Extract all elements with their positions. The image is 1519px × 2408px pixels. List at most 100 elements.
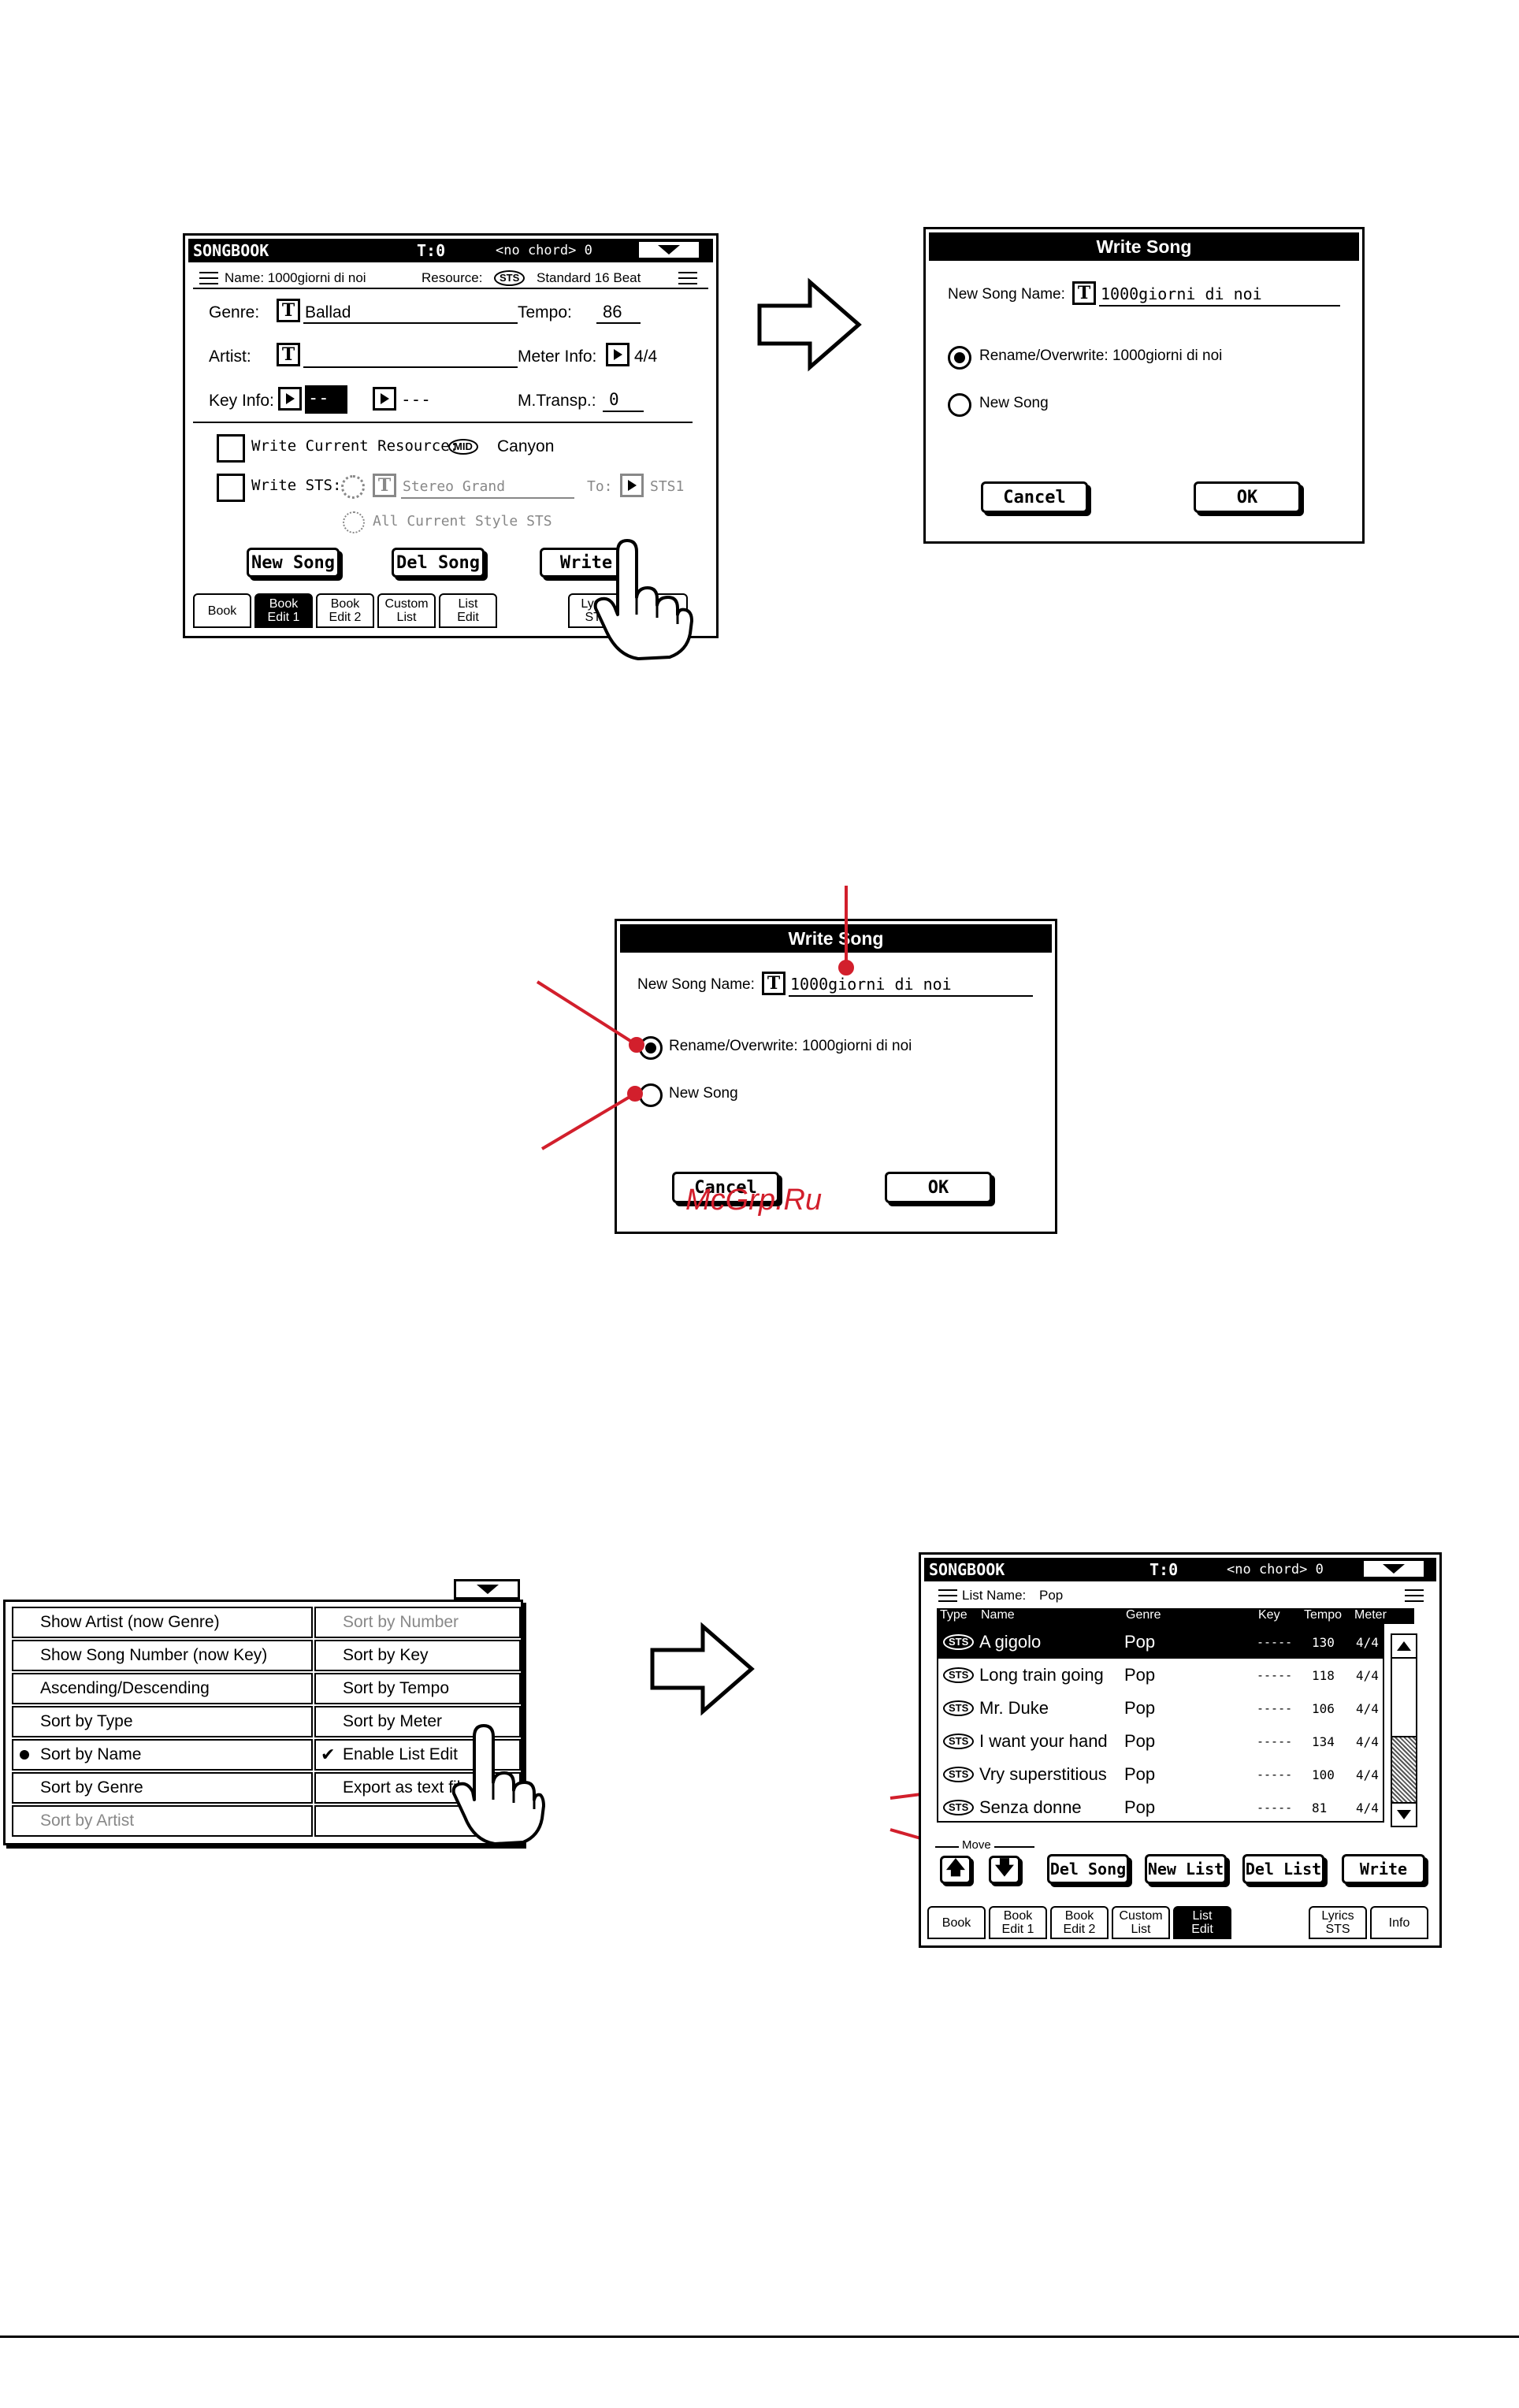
mtransp-field[interactable]: 0: [609, 390, 619, 409]
hamburger-icon[interactable]: [1405, 1589, 1424, 1602]
table-row[interactable]: STS Mr. Duke Pop ----- 106 4/4: [938, 1692, 1383, 1725]
menu-dropdown-button[interactable]: [1362, 1559, 1425, 1578]
menu-dropdown-button[interactable]: [454, 1579, 520, 1600]
menu-item-show-song-number[interactable]: Show Song Number (now Key): [12, 1640, 313, 1671]
text-edit-icon[interactable]: T: [1072, 281, 1096, 305]
table-row[interactable]: STS A gigolo Pop ----- 130 4/4: [938, 1626, 1383, 1659]
tab-book[interactable]: Book: [927, 1906, 986, 1939]
write-song-dialog-annotated: Write Song New Song Name: T 1000giorni d…: [615, 919, 1057, 1234]
tab-book-edit-2[interactable]: Book Edit 2: [1050, 1906, 1109, 1939]
write-button[interactable]: Write: [1342, 1854, 1425, 1884]
scroll-thumb[interactable]: [1392, 1659, 1416, 1737]
sts-name-field: Stereo Grand: [403, 478, 506, 495]
song-name-field[interactable]: 1000giorni di noi: [790, 975, 952, 994]
menu-item-sort-by-name[interactable]: Sort by Name: [12, 1739, 313, 1771]
song-genre: Pop: [1124, 1764, 1156, 1784]
table-row[interactable]: STS Long train going Pop ----- 118 4/4: [938, 1659, 1383, 1692]
menu-item-show-artist[interactable]: Show Artist (now Genre): [12, 1607, 313, 1638]
play-arrow-icon[interactable]: [373, 387, 396, 411]
text-edit-icon: T: [373, 474, 396, 497]
del-song-button[interactable]: Del Song: [392, 548, 485, 578]
table-row[interactable]: STS I want your hand Pop ----- 134 4/4: [938, 1725, 1383, 1758]
cancel-button[interactable]: Cancel: [672, 1172, 779, 1203]
new-song-button[interactable]: New Song: [247, 548, 340, 578]
menu-item-sort-by-genre[interactable]: Sort by Genre: [12, 1772, 313, 1804]
cancel-button[interactable]: Cancel: [981, 481, 1088, 513]
key-field-2[interactable]: ---: [401, 390, 431, 409]
songbook-titlebar: SONGBOOK T:0 <no chord> 0: [924, 1558, 1436, 1581]
del-list-button[interactable]: Del List: [1242, 1854, 1324, 1884]
text-edit-icon[interactable]: T: [277, 343, 300, 366]
meter-field[interactable]: 4/4: [634, 347, 658, 366]
move-up-button[interactable]: 🡅: [940, 1856, 971, 1884]
write-resource-checkbox[interactable]: [217, 434, 245, 463]
text-edit-icon[interactable]: T: [277, 299, 300, 322]
write-sts-checkbox[interactable]: [217, 474, 245, 502]
song-key: -----: [1257, 1800, 1293, 1815]
move-group: Move: [935, 1838, 1034, 1879]
genre-field[interactable]: Ballad: [305, 303, 351, 321]
song-name-label: New Song Name:: [637, 976, 755, 993]
song-name-field[interactable]: 1000giorni di noi: [1101, 284, 1262, 303]
menu-item-sort-by-type[interactable]: Sort by Type: [12, 1706, 313, 1737]
sts-badge-icon: STS: [943, 1667, 975, 1683]
song-name: Long train going: [979, 1665, 1104, 1685]
list-name-value: Pop: [1039, 1588, 1064, 1603]
song-name: A gigolo: [979, 1632, 1042, 1652]
key-field-1[interactable]: --: [305, 385, 347, 414]
table-row[interactable]: STS Vry superstitious Pop ----- 100 4/4: [938, 1758, 1383, 1791]
tab-book[interactable]: Book: [193, 593, 251, 628]
song-genre: Pop: [1124, 1698, 1156, 1718]
rename-overwrite-radio[interactable]: [948, 346, 971, 370]
song-name: Vry superstitious: [979, 1764, 1107, 1784]
menu-item-sort-by-meter[interactable]: Sort by Meter: [314, 1706, 521, 1737]
new-song-radio[interactable]: [948, 393, 971, 417]
move-down-button[interactable]: 🡇: [989, 1856, 1020, 1884]
menu-item-enable-list-edit[interactable]: Enable List Edit: [314, 1739, 521, 1771]
new-list-button[interactable]: New List: [1145, 1854, 1227, 1884]
header-name: Name: [981, 1608, 1015, 1622]
tempo-field[interactable]: 86: [603, 302, 622, 321]
hamburger-icon[interactable]: [938, 1589, 957, 1602]
ok-button[interactable]: OK: [1194, 481, 1301, 513]
mid-badge-icon: MID: [448, 439, 478, 455]
arrow-right-icon: [650, 1622, 755, 1716]
menu-item-sort-by-tempo[interactable]: Sort by Tempo: [314, 1673, 521, 1704]
artist-field[interactable]: [303, 366, 518, 368]
table-row[interactable]: STS Senza donne Pop ----- 81 4/4: [938, 1791, 1383, 1823]
genre-underline: [303, 322, 518, 324]
tab-book-edit-1[interactable]: Book Edit 1: [254, 593, 313, 628]
hamburger-icon[interactable]: [199, 272, 218, 284]
hamburger-icon[interactable]: [678, 272, 697, 284]
tab-lyrics-sts[interactable]: Lyrics STS: [1309, 1906, 1367, 1939]
ok-button[interactable]: OK: [885, 1172, 992, 1203]
song-genre: Pop: [1124, 1665, 1156, 1685]
menu-item-sort-by-key[interactable]: Sort by Key: [314, 1640, 521, 1671]
resource-value: Standard 16 Beat: [537, 270, 641, 285]
tab-book-edit-2[interactable]: Book Edit 2: [316, 593, 374, 628]
tab-list-edit[interactable]: List Edit: [439, 593, 497, 628]
list-name-label: List Name:: [962, 1588, 1027, 1603]
arrow-down-icon: 🡇: [994, 1856, 1015, 1878]
tab-list-edit[interactable]: List Edit: [1173, 1906, 1231, 1939]
sts-underline: [401, 497, 574, 499]
write-sts-label: Write STS:: [251, 477, 342, 494]
del-song-button[interactable]: Del Song: [1047, 1854, 1129, 1884]
menu-dropdown-button[interactable]: [637, 240, 700, 259]
song-name-underline: [1099, 305, 1340, 307]
song-meter: 4/4: [1356, 1701, 1379, 1716]
tab-book-edit-1[interactable]: Book Edit 1: [989, 1906, 1047, 1939]
tab-custom-list[interactable]: Custom List: [377, 593, 436, 628]
menu-item-ascending-descending[interactable]: Ascending/Descending: [12, 1673, 313, 1704]
tab-info[interactable]: Info: [1370, 1906, 1428, 1939]
play-arrow-icon[interactable]: [606, 343, 630, 366]
tab-custom-list[interactable]: Custom List: [1112, 1906, 1170, 1939]
scroll-down-button[interactable]: [1392, 1802, 1416, 1826]
song-info-bar: Name: 1000giorni di noi Resource: STS St…: [193, 269, 708, 289]
text-edit-icon[interactable]: T: [762, 972, 785, 995]
play-arrow-icon[interactable]: [278, 387, 302, 411]
scroll-up-button[interactable]: [1392, 1635, 1416, 1659]
page-divider: [0, 2336, 1519, 2338]
scrollbar[interactable]: [1391, 1633, 1417, 1827]
